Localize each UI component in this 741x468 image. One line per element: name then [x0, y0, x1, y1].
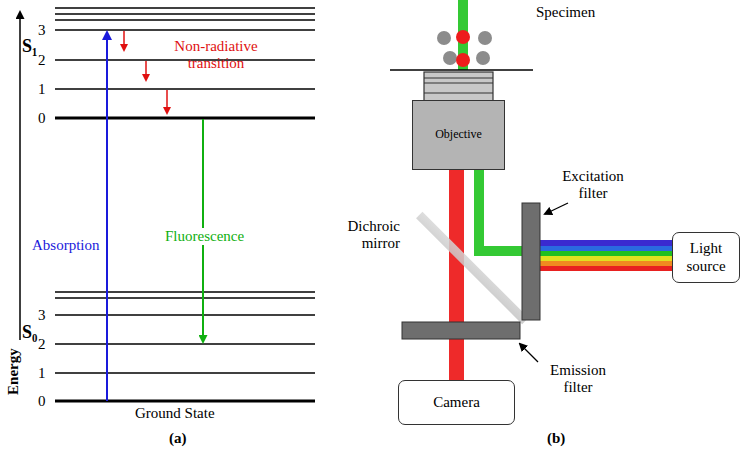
node-label: Objective: [435, 128, 482, 142]
energy-axis: [19, 12, 21, 340]
part-label: Dichroic mirror: [330, 218, 400, 253]
part-label: Specimen: [536, 4, 595, 21]
level-number: 2: [38, 52, 46, 69]
level-number: 0: [38, 393, 46, 410]
excitation-filter: [522, 203, 540, 320]
state-label: S₁: [22, 36, 37, 57]
level-number: 0: [38, 110, 46, 127]
node-text: Objective: [435, 128, 482, 142]
part-label: Excitation filter: [553, 168, 633, 203]
process-label: Fluorescence: [163, 228, 246, 245]
camera-box: Camera: [398, 380, 515, 425]
relaxation-arrow: [123, 31, 125, 50]
energy-levels: [55, 8, 315, 401]
state-label: S₀: [22, 322, 37, 343]
process-label: Non-radiative transition: [161, 38, 271, 73]
leader-line: [545, 203, 568, 214]
objective-head: [424, 72, 493, 101]
process-label: Absorption: [30, 237, 102, 254]
leader-line: [520, 344, 538, 362]
axis-label: Energy: [5, 348, 22, 395]
node-label: Light source: [676, 240, 736, 275]
level-number: 2: [38, 336, 46, 353]
objective-body: Objective: [412, 100, 505, 170]
dichroic-mirror: [416, 212, 528, 324]
specimen-slide: [390, 69, 533, 71]
level-number: 3: [38, 307, 46, 324]
relaxation-arrow: [145, 61, 147, 80]
node-text: Light source: [676, 240, 736, 275]
panel-label: (a): [169, 430, 187, 447]
emission-filter: [402, 322, 520, 339]
part-label: Emission filter: [538, 362, 618, 397]
relaxation-arrow: [166, 90, 168, 113]
level-number: 3: [38, 22, 46, 39]
node-text: Camera: [433, 394, 480, 411]
absorption-arrow: [106, 32, 108, 401]
level-number: 1: [38, 81, 46, 98]
node-label: Camera: [433, 394, 480, 411]
level-number: 1: [38, 365, 46, 382]
panel-label: (b): [547, 430, 565, 447]
state-caption: Ground State: [135, 405, 215, 422]
specimen-particles: [437, 30, 492, 67]
light-source-box: Light source: [672, 232, 740, 283]
